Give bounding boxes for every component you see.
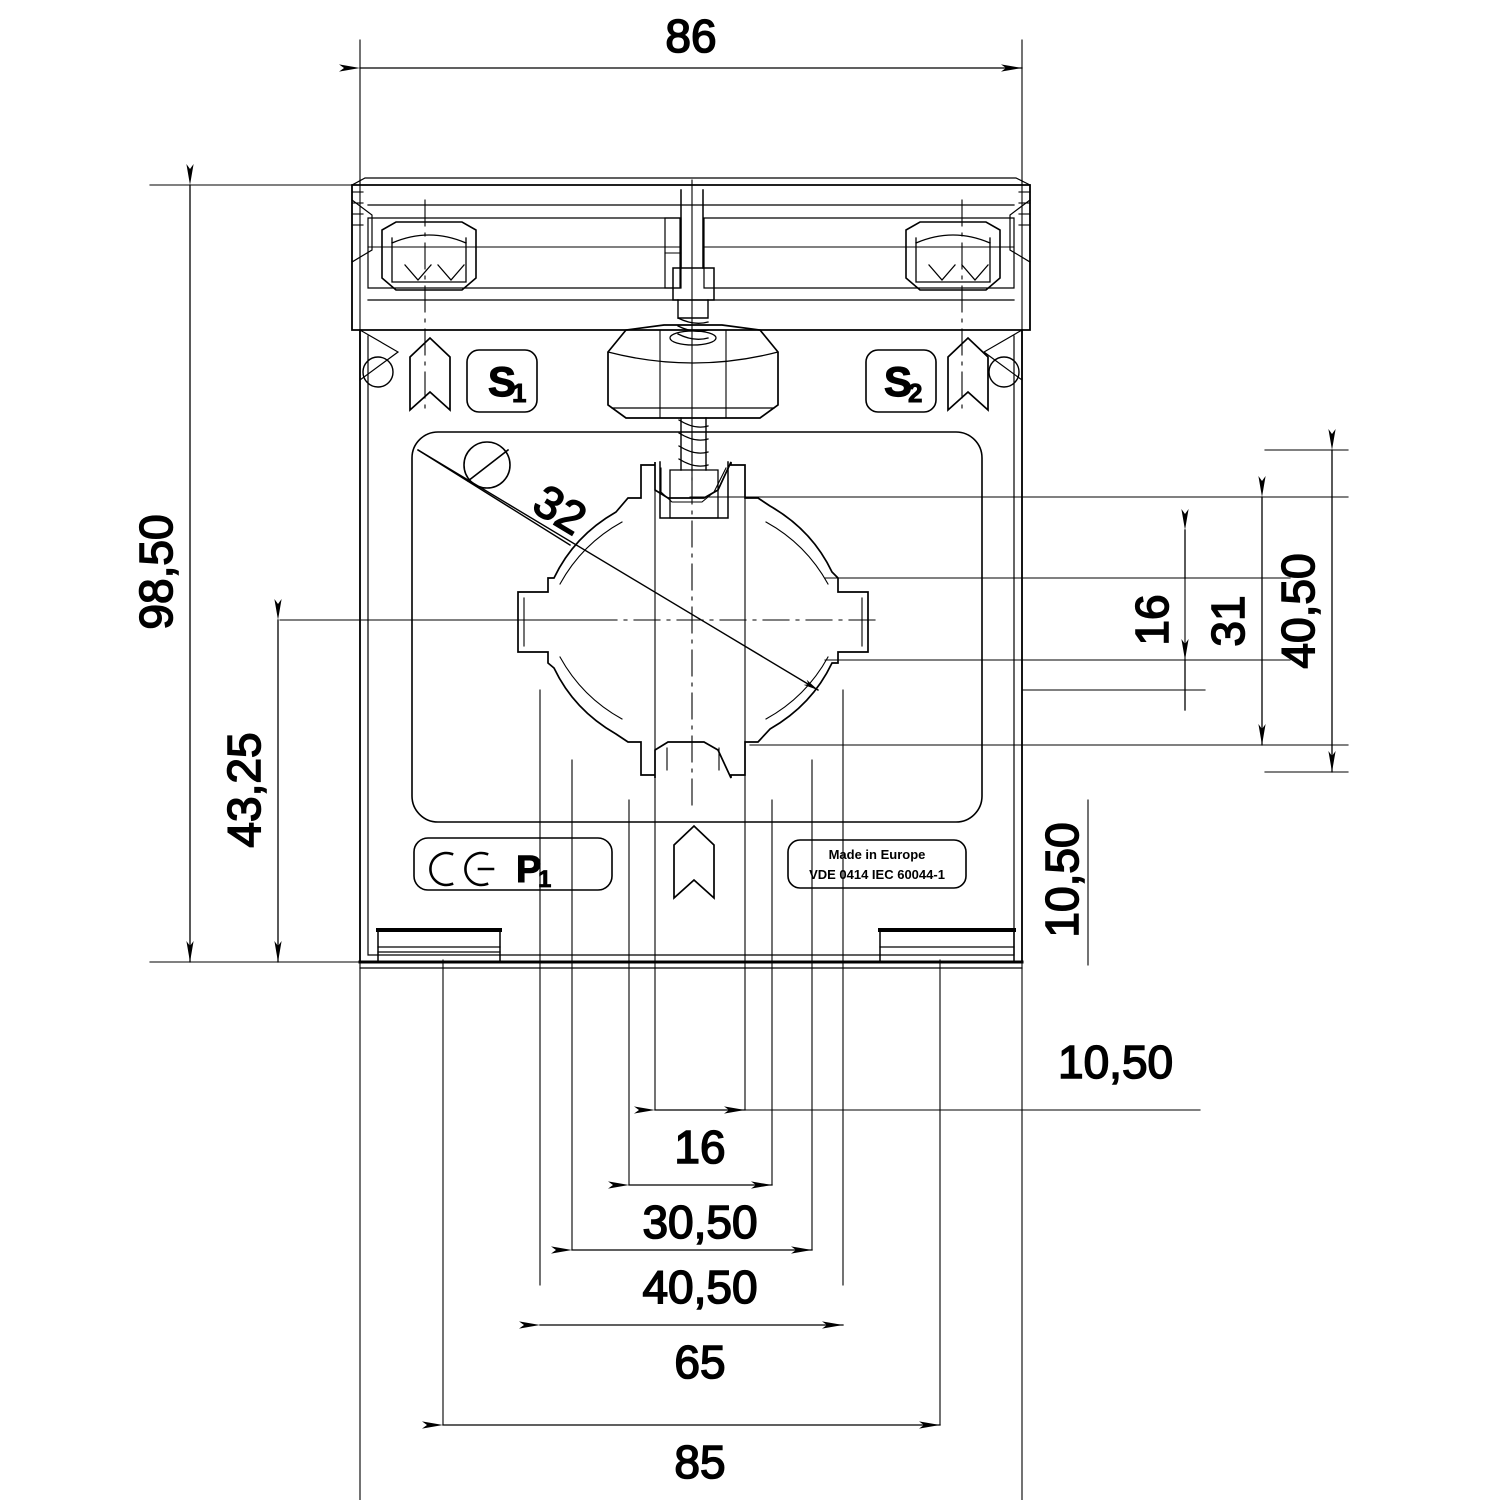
transformer-body [351, 177, 1031, 963]
dimension-bottom-30-50: 30,50 [608, 1181, 773, 1249]
dimension-left-43-25: 43,25 [217, 599, 282, 963]
terminal-markers: S 1 S 2 [409, 336, 989, 413]
inner-panel [411, 431, 983, 823]
primary-window-aperture [517, 461, 869, 779]
p1-label-subscript: 1 [538, 866, 551, 893]
mounting-feet [358, 928, 1024, 969]
s1-label-text: S [488, 358, 516, 405]
s1-arrow-icon [409, 336, 451, 412]
dimension-bottom-16: 16 [634, 1106, 746, 1174]
nameplate-line-2: VDE 0414 IEC 60044-1 [809, 867, 945, 882]
s1-label-box [466, 349, 538, 413]
ce-p1-label-box [413, 837, 613, 891]
dimension-right-31-text: 31 [1202, 595, 1254, 646]
dimension-right-40-50-text: 40,50 [1272, 553, 1324, 668]
secondary-terminal-block [367, 204, 1015, 301]
dimension-left-98-50: 98,50 [129, 164, 194, 963]
bottom-labels: P 1 [413, 824, 967, 900]
dimension-right-40-50: 40,50 [1264, 429, 1349, 773]
dimension-bottom-85: 85 [422, 1421, 941, 1489]
dimension-right-16-text: 16 [1126, 594, 1178, 645]
nameplate-line-1: Made in Europe [829, 847, 926, 862]
s2-arrow-icon [947, 336, 989, 412]
dimension-right-31: 31 [1201, 476, 1266, 746]
dimension-right-10-50-vertical: 10,50 [1035, 799, 1089, 966]
s2-label-subscript: 2 [908, 378, 922, 408]
dimension-top-86-text: 86 [665, 10, 716, 62]
central-clamp-screw [607, 189, 779, 519]
nameplate-box [787, 839, 967, 889]
dimension-bottom-10-50-text: 10,50 [1058, 1036, 1173, 1088]
dimension-right-10-50-text: 10,50 [1036, 822, 1088, 937]
dimension-bottom-40-50-text: 40,50 [642, 1261, 757, 1313]
diameter-32-annotation: 32 [417, 441, 819, 691]
dimension-bottom-30-50-text: 30,50 [642, 1196, 757, 1248]
dimension-right-16: 16 [1125, 509, 1189, 711]
dimension-top-86: 86 [339, 9, 1023, 72]
s2-label-box [865, 349, 937, 413]
ce-mark-icon [429, 851, 495, 887]
dimension-left-43-25-text: 43,25 [218, 732, 270, 847]
dimension-bottom-40-50: 40,50 [551, 1246, 813, 1314]
p1-direction-arrow-icon [673, 824, 715, 900]
dimension-bottom-65: 65 [519, 1321, 844, 1389]
dimension-bottom-65-text: 65 [674, 1336, 725, 1388]
dimension-bottom-85-text: 85 [674, 1436, 725, 1488]
s2-label-text: S [884, 358, 912, 405]
p1-label-text: P [516, 849, 541, 891]
s1-label-subscript: 1 [512, 378, 526, 408]
dimension-bottom-16-text: 16 [674, 1121, 725, 1173]
dimension-bottom-10-50: 10,50 [744, 1035, 1201, 1111]
dimension-left-98-50-text: 98,50 [130, 514, 182, 629]
